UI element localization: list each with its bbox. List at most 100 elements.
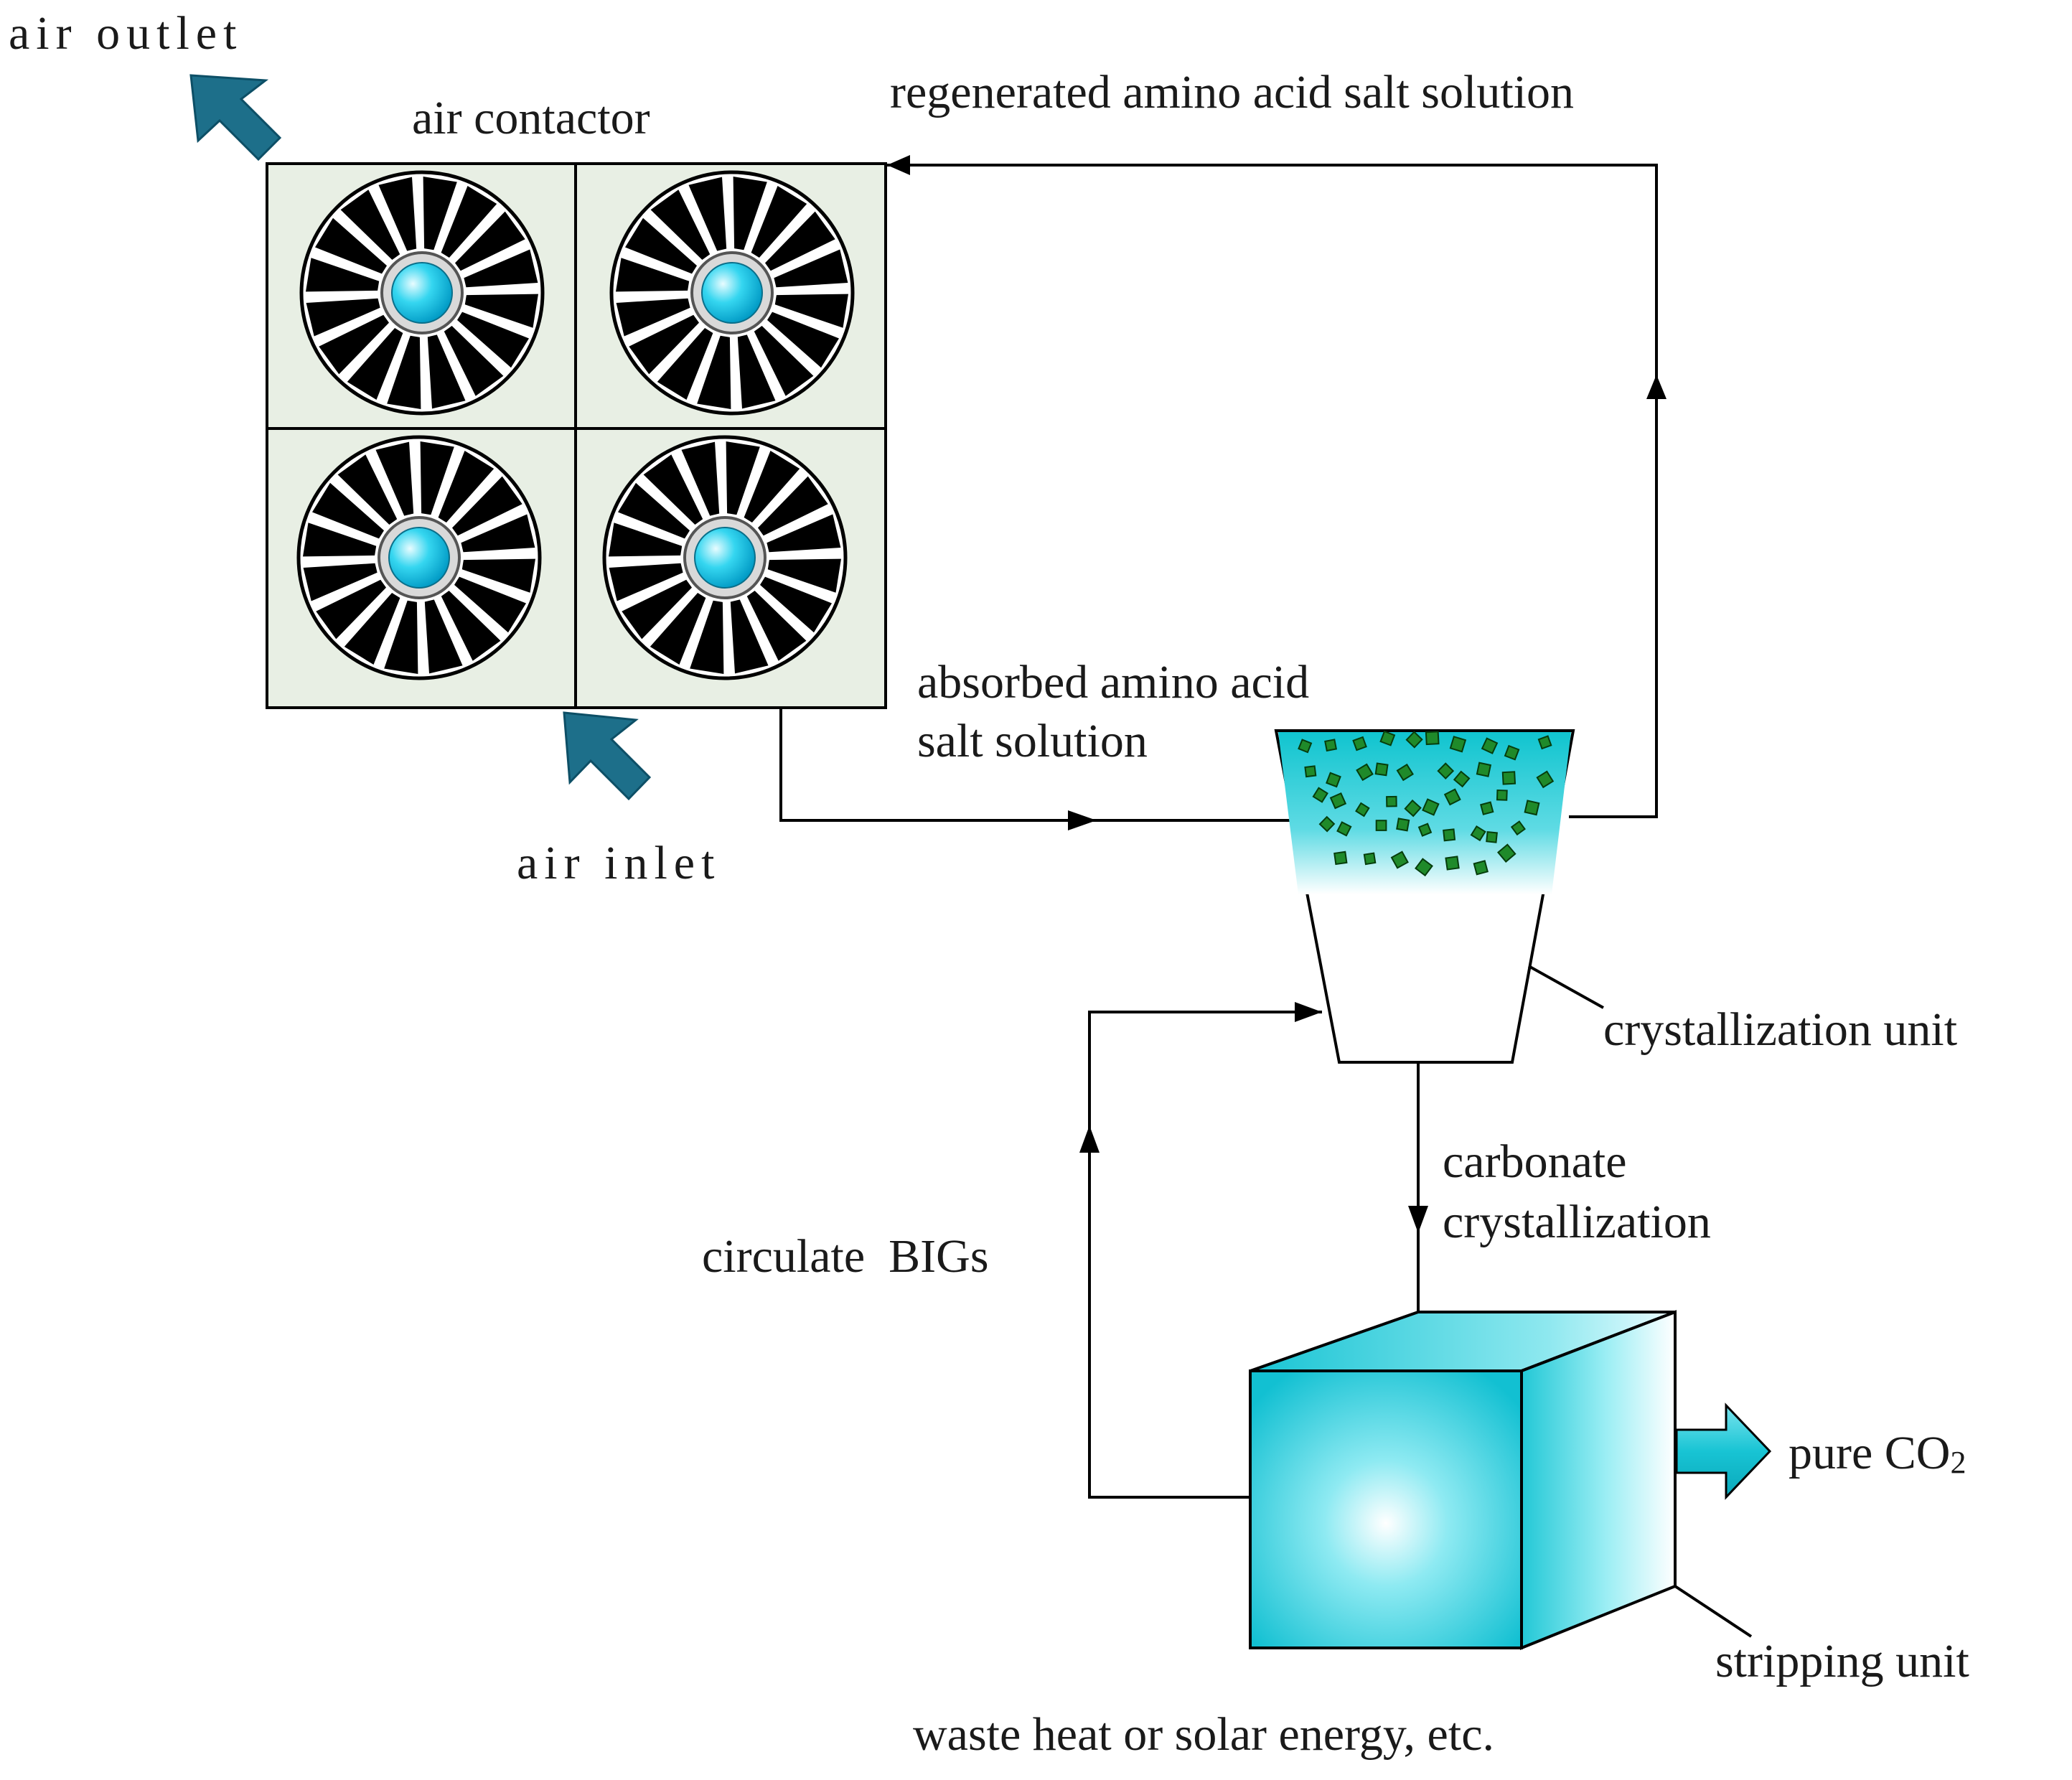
fan-blade [423, 177, 457, 250]
crystal-particle-icon [1386, 795, 1397, 807]
crystal-particle-icon [1536, 770, 1555, 789]
crystal-particle-icon [1453, 770, 1471, 788]
absorbed-flow-line [779, 708, 1296, 830]
crystal-particle-icon [1501, 771, 1517, 785]
fan-blade [767, 514, 841, 553]
fan-blade [688, 177, 727, 251]
fan-blade [444, 326, 504, 396]
crystal-particle-icon [1363, 852, 1377, 866]
crystal-particle-icon [1374, 762, 1389, 777]
fan-blade [625, 217, 697, 274]
fan-blade [457, 312, 529, 368]
fan-blade [340, 189, 400, 260]
fan-blade [303, 563, 378, 601]
pure-co2-main: pure CO [1789, 1427, 1950, 1479]
fan-icon [299, 170, 545, 416]
stripping-unit [1249, 1310, 1753, 1650]
fan-blade [306, 298, 380, 337]
fan-blade [643, 454, 703, 525]
crystal-particle-icon [1333, 851, 1348, 866]
stripping-unit-label: stripping unit [1715, 1635, 1969, 1687]
fan-blade [427, 334, 466, 409]
crystal-particle-icon [1329, 792, 1347, 810]
fan-blade [424, 599, 463, 674]
crystal-particle-icon [1422, 798, 1440, 816]
crystal-particle-icon [1312, 787, 1328, 803]
fan-blade [438, 451, 494, 523]
crystal-particle-icon [1352, 736, 1367, 751]
absorbed-solution-label-1: absorbed amino acid [917, 656, 1309, 708]
fan-blade [452, 476, 522, 536]
fan-blade [765, 211, 835, 271]
crystal-particle-icon [1504, 744, 1520, 761]
fan-blade [733, 177, 767, 250]
crystal-particle-icon [1476, 762, 1492, 777]
carbonate-label-1: carbonate [1443, 1135, 1627, 1188]
fan-blade [303, 523, 377, 557]
crystal-particle-icon [1417, 823, 1433, 837]
pure-co2-label: pure CO2 [1789, 1427, 1966, 1480]
fan-blade [618, 482, 690, 539]
circulate-bigs-label: circulate BIGs [702, 1230, 989, 1283]
fan-blade [650, 189, 711, 260]
fan-blade [726, 441, 760, 515]
waste-heat-label: waste heat or solar energy, etc. [913, 1708, 1494, 1761]
fan-blade [464, 249, 538, 288]
crystal-particle-icon [1443, 788, 1461, 806]
fan-blade [697, 335, 731, 409]
fan-blade [760, 576, 832, 633]
fan-blade [774, 294, 848, 328]
fan-blade [454, 576, 526, 633]
air-inlet-arrow-icon [563, 711, 652, 801]
fan-blade [347, 328, 403, 400]
crystal-particle-icon [1470, 825, 1486, 842]
fan-blade [767, 558, 841, 593]
fan-blade [384, 600, 418, 674]
crystal-particle-icon [1375, 820, 1387, 831]
fan-blade [420, 441, 454, 515]
fan-blade [754, 326, 814, 396]
fan-blade [650, 593, 706, 665]
fan-blade [767, 312, 839, 368]
regenerated-flow-line [886, 155, 1666, 818]
crystal-particle-icon [1415, 858, 1433, 877]
fan-blade [746, 591, 807, 661]
crystal-particle-icon [1425, 731, 1440, 746]
fan-blade [629, 314, 699, 375]
crystallization-unit-label: crystallization unit [1603, 1003, 1957, 1056]
fan-blade [616, 258, 690, 292]
air-contactor [266, 162, 887, 709]
fan-blade [441, 186, 497, 258]
fan-blade [744, 451, 800, 523]
crystal-particle-icon [1510, 820, 1526, 836]
fan-blade [616, 298, 690, 337]
crystal-particle-icon [1486, 830, 1498, 843]
crystal-particle-icon [1396, 818, 1410, 832]
fan-blade [316, 579, 386, 640]
fan-blade [690, 600, 724, 674]
fan-blade [461, 558, 535, 593]
fan-blade [657, 328, 713, 400]
fan-blade [758, 476, 828, 536]
crystal-particle-icon [1318, 815, 1336, 833]
crystal-particle-icon [1445, 856, 1460, 871]
crystal-particle-icon [1537, 735, 1552, 750]
fan-blade [375, 441, 414, 516]
crystal-particle-icon [1336, 821, 1352, 837]
output-arrow-icon [1675, 1402, 1772, 1500]
crystal-particle-icon [1405, 731, 1423, 749]
air-contactor-label: air contactor [412, 92, 650, 144]
fan-icon [602, 435, 848, 680]
crystal-particle-icon [1473, 860, 1489, 876]
carbonate-flow-line [1408, 1062, 1428, 1313]
fan-blade [319, 314, 389, 375]
fan-blade [737, 334, 776, 409]
fan-blade [312, 482, 384, 539]
fan-blade [378, 177, 417, 251]
fan-blade [622, 579, 692, 640]
crystallization-unit [1274, 729, 1604, 1064]
fan-blade [315, 217, 387, 274]
fan-blade [751, 186, 807, 258]
crystal-particle-icon [1356, 763, 1374, 782]
